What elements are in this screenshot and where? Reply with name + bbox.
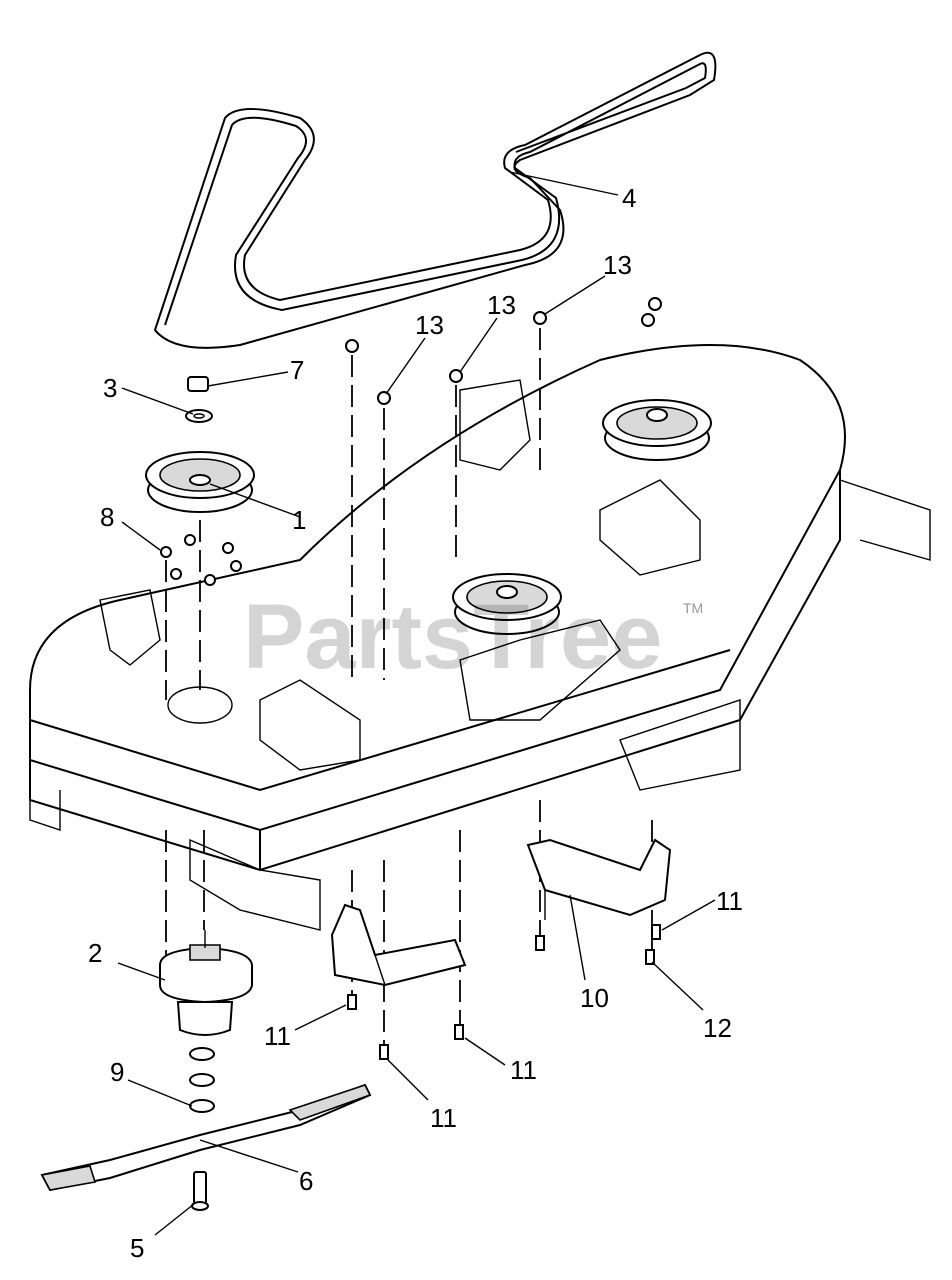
callout-11-center: 11 (510, 1055, 537, 1085)
baffle-left[interactable] (330, 903, 467, 987)
callout-9: 9 (110, 1057, 124, 1087)
callout-12: 12 (703, 1013, 732, 1043)
callout-13-right: 13 (603, 250, 632, 280)
pulley-right[interactable] (602, 399, 712, 461)
pulley-left[interactable] (145, 451, 255, 513)
callout-5: 5 (130, 1233, 144, 1263)
mower-blade[interactable] (40, 1083, 372, 1192)
callout-8: 8 (100, 502, 114, 532)
callout-4: 4 (622, 183, 636, 213)
callout-11-right: 11 (716, 886, 743, 916)
callout-7: 7 (290, 355, 304, 385)
drive-belt[interactable] (153, 51, 717, 349)
baffle-screws[interactable] (347, 924, 661, 1060)
callout-11-bottom: 11 (430, 1103, 457, 1133)
callout-1: 1 (292, 505, 306, 535)
baffle-right[interactable] (526, 838, 672, 920)
callout-13-left: 13 (415, 310, 444, 340)
callout-10: 10 (580, 983, 609, 1013)
callout-13-center: 13 (487, 290, 516, 320)
blade-bolt[interactable] (191, 1171, 209, 1211)
hex-nuts[interactable] (160, 297, 662, 586)
callout-11-left: 11 (264, 1021, 291, 1051)
watermark-trademark: TM (683, 600, 703, 616)
pulley-washer[interactable] (185, 409, 213, 423)
spindle-washers[interactable] (189, 1047, 215, 1113)
callout-3: 3 (103, 373, 117, 403)
pulley-nut[interactable] (187, 376, 209, 392)
watermark-text: PartsTree (243, 586, 662, 688)
callout-6: 6 (299, 1166, 313, 1196)
leader-lines (117, 171, 716, 1236)
mower-deck-housing (29, 344, 931, 931)
spindle-assembly[interactable] (159, 930, 253, 1036)
pulley-center[interactable] (452, 573, 562, 635)
callout-2: 2 (88, 938, 102, 968)
